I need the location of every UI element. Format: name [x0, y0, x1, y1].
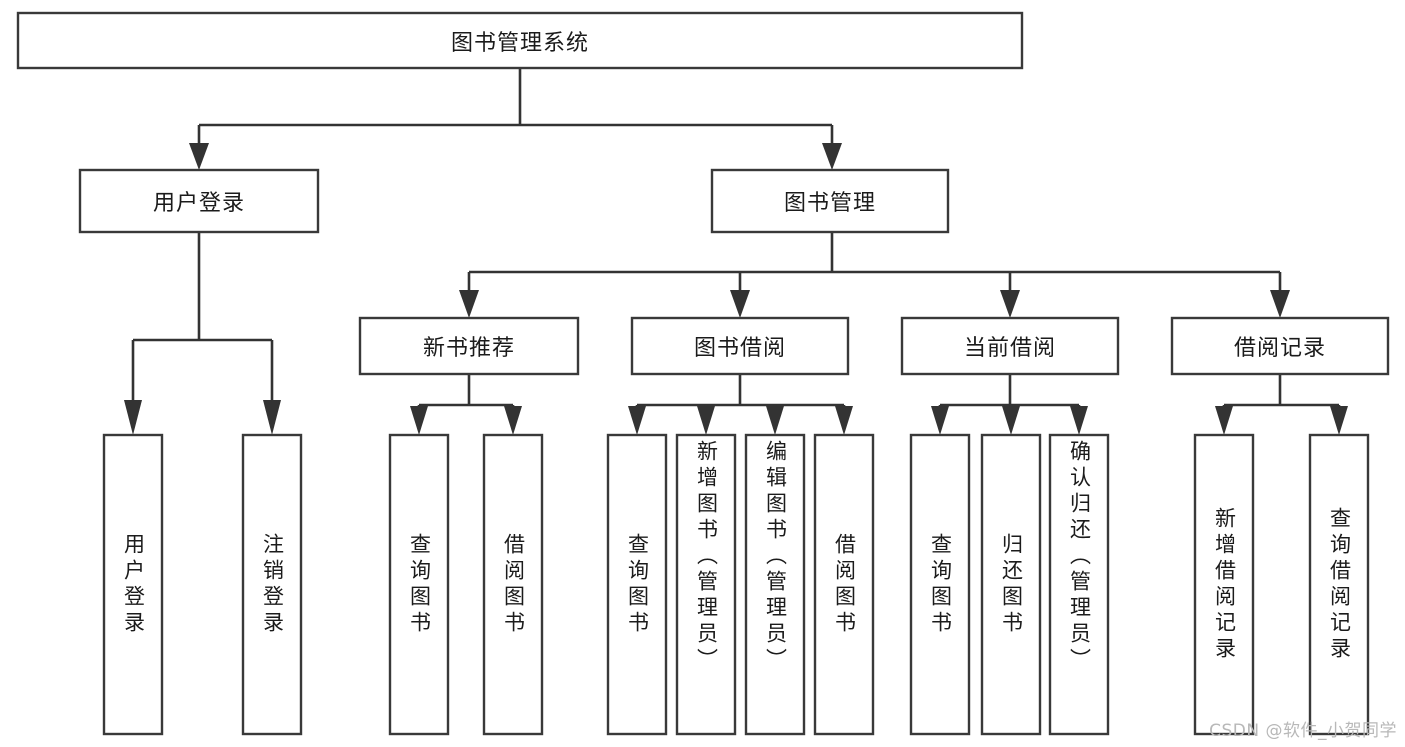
arrow-head-book-management — [822, 143, 842, 170]
connector-book-management-to-level2 — [459, 232, 1290, 318]
arrow-head-book-borrow — [730, 290, 750, 318]
node-box-book-management[interactable] — [710, 168, 950, 234]
node-box-leaf-query-book-3[interactable] — [909, 433, 971, 736]
connector-borrow-record-to-leaves — [1215, 374, 1348, 435]
arrow-head-leaf-query-book-2 — [628, 406, 646, 435]
arrow-head-leaf-add-book — [697, 406, 715, 435]
arrow-head-leaf-query-record — [1330, 406, 1348, 435]
arrow-head-leaf-user-logout — [263, 400, 281, 435]
node-box-leaf-borrow-book-1[interactable] — [482, 433, 544, 736]
node-box-leaf-return-book[interactable] — [980, 433, 1042, 736]
node-box-book-borrow[interactable] — [630, 316, 850, 376]
node-box-leaf-add-record[interactable] — [1193, 433, 1255, 736]
node-box-borrow-record[interactable] — [1170, 316, 1390, 376]
node-box-leaf-query-record[interactable] — [1308, 433, 1370, 736]
arrow-head-user-login — [189, 143, 209, 170]
arrow-head-leaf-user-login — [124, 400, 142, 435]
arrow-head-new-book-recommend — [459, 290, 479, 318]
connector-user-login-to-leaves — [124, 232, 281, 435]
node-box-current-borrow[interactable] — [900, 316, 1120, 376]
arrow-head-leaf-borrow-book-1 — [504, 406, 522, 435]
csdn-watermark: CSDN @软件_小贺同学 — [1209, 721, 1397, 741]
node-box-user-login[interactable] — [78, 168, 320, 234]
connector-current-borrow-to-leaves — [931, 374, 1088, 435]
node-box-root[interactable] — [16, 11, 1024, 70]
node-box-leaf-user-logout[interactable] — [241, 433, 303, 736]
arrow-head-leaf-add-record — [1215, 406, 1233, 435]
arrow-head-borrow-record — [1270, 290, 1290, 318]
arrow-head-leaf-edit-book — [766, 406, 784, 435]
arrow-head-leaf-query-book-1 — [410, 406, 428, 435]
node-box-new-book-recommend[interactable] — [358, 316, 580, 376]
node-box-leaf-edit-book[interactable] — [744, 433, 806, 736]
node-box-leaf-query-book-2[interactable] — [606, 433, 668, 736]
node-box-leaf-borrow-book-2[interactable] — [813, 433, 875, 736]
connector-book-borrow-to-leaves — [628, 374, 853, 435]
arrow-head-leaf-borrow-book-2 — [835, 406, 853, 435]
arrow-head-leaf-confirm-return — [1070, 406, 1088, 435]
connector-root-to-level1 — [189, 68, 842, 170]
node-box-leaf-add-book[interactable] — [675, 433, 737, 736]
node-box-leaf-confirm-return[interactable] — [1048, 433, 1110, 736]
arrow-head-current-borrow — [1000, 290, 1020, 318]
node-box-leaf-query-book-1[interactable] — [388, 433, 450, 736]
arrow-head-leaf-query-book-3 — [931, 406, 949, 435]
node-box-leaf-user-login[interactable] — [102, 433, 164, 736]
arrow-head-leaf-return-book — [1002, 406, 1020, 435]
connector-new-book-recommend-to-leaves — [410, 374, 522, 435]
